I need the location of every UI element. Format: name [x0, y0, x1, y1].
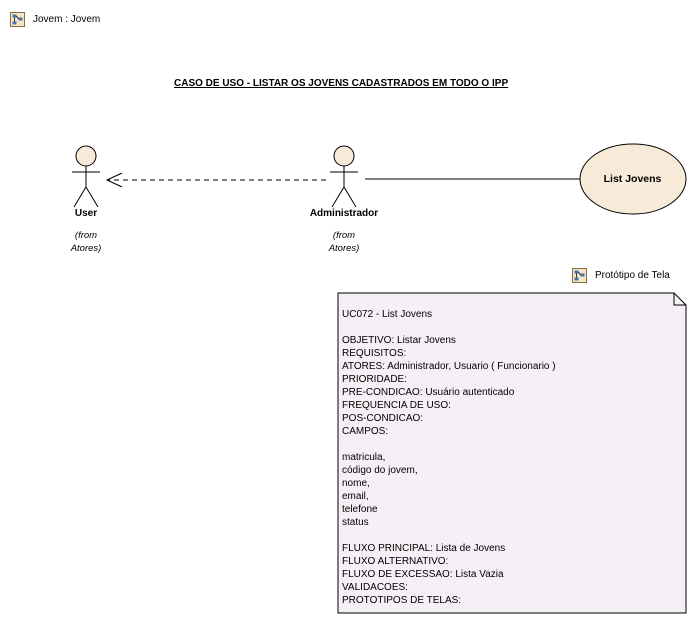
note-line: VALIDACOES: — [342, 582, 408, 593]
diagram-link-jovem[interactable]: Jovem : Jovem — [10, 12, 100, 27]
note-line: status — [342, 517, 369, 528]
actor-head — [333, 145, 355, 167]
actor-user-from: (from Atores) — [56, 229, 116, 255]
actor-right-leg — [85, 186, 99, 208]
actor-right-leg — [343, 186, 357, 208]
note-line: FLUXO DE EXCESSAO: Lista Vazia — [342, 569, 504, 580]
note-shape[interactable] — [337, 292, 687, 614]
note-line: código do jovem, — [342, 465, 418, 476]
actor-administrador-from: (from Atores) — [299, 229, 389, 255]
actor-head — [75, 145, 97, 167]
note-line: FREQUENCIA DE USO: — [342, 400, 451, 411]
dependency-arrowhead — [105, 172, 123, 188]
note-line — [342, 529, 677, 542]
note-line: ATORES: Administrador, Usuario ( Funcion… — [342, 361, 556, 372]
note-line: OBJETIVO: Listar Jovens — [342, 335, 456, 346]
actor-left-leg — [73, 186, 87, 208]
diagram-title: CASO DE USO - LISTAR OS JOVENS CADASTRAD… — [174, 78, 509, 89]
note-line: telefone — [342, 504, 378, 515]
actor-user-from-line2: Atores) — [70, 243, 102, 254]
actor-administrador-name: Administrador — [309, 208, 379, 219]
note-line: UC072 - List Jovens — [342, 309, 433, 320]
note-line: FLUXO PRINCIPAL: Lista de Jovens — [342, 543, 506, 554]
actor-user[interactable] — [72, 145, 100, 208]
actor-administrador-from-line2: Atores) — [328, 243, 360, 254]
diagram-link-label: Jovem : Jovem — [33, 13, 101, 25]
note-line: email, — [342, 491, 369, 502]
note-line: nome, — [342, 478, 370, 489]
diagram-link-prototipo[interactable]: Protótipo de Tela — [572, 268, 670, 283]
diagram-icon — [10, 12, 25, 27]
note-line: PROTOTIPOS DE TELAS: — [342, 595, 462, 606]
actor-user-from-line1: (from — [74, 230, 98, 241]
actor-left-leg — [331, 186, 345, 208]
note-line: REQUISITOS: — [342, 348, 407, 359]
actor-administrador-from-line1: (from — [332, 230, 356, 241]
actor-user-name: User — [74, 208, 98, 219]
note-line: PRIORIDADE: — [342, 374, 408, 385]
use-case-ellipse[interactable] — [579, 143, 687, 215]
note-line: CAMPOS: — [342, 426, 389, 437]
note-line — [342, 321, 677, 334]
actor-administrador[interactable] — [330, 145, 358, 208]
diagram-icon — [572, 268, 587, 283]
note-line: FLUXO ALTERNATIVO: — [342, 556, 449, 567]
note-line: PRE-CONDICAO: Usuário autenticado — [342, 387, 515, 398]
note-line — [342, 438, 677, 451]
note-line: matricula, — [342, 452, 386, 463]
note-fold — [673, 293, 686, 306]
note-line: POS-CONDICAO: — [342, 413, 424, 424]
diagram-link-prototipo-label: Protótipo de Tela — [595, 269, 670, 281]
